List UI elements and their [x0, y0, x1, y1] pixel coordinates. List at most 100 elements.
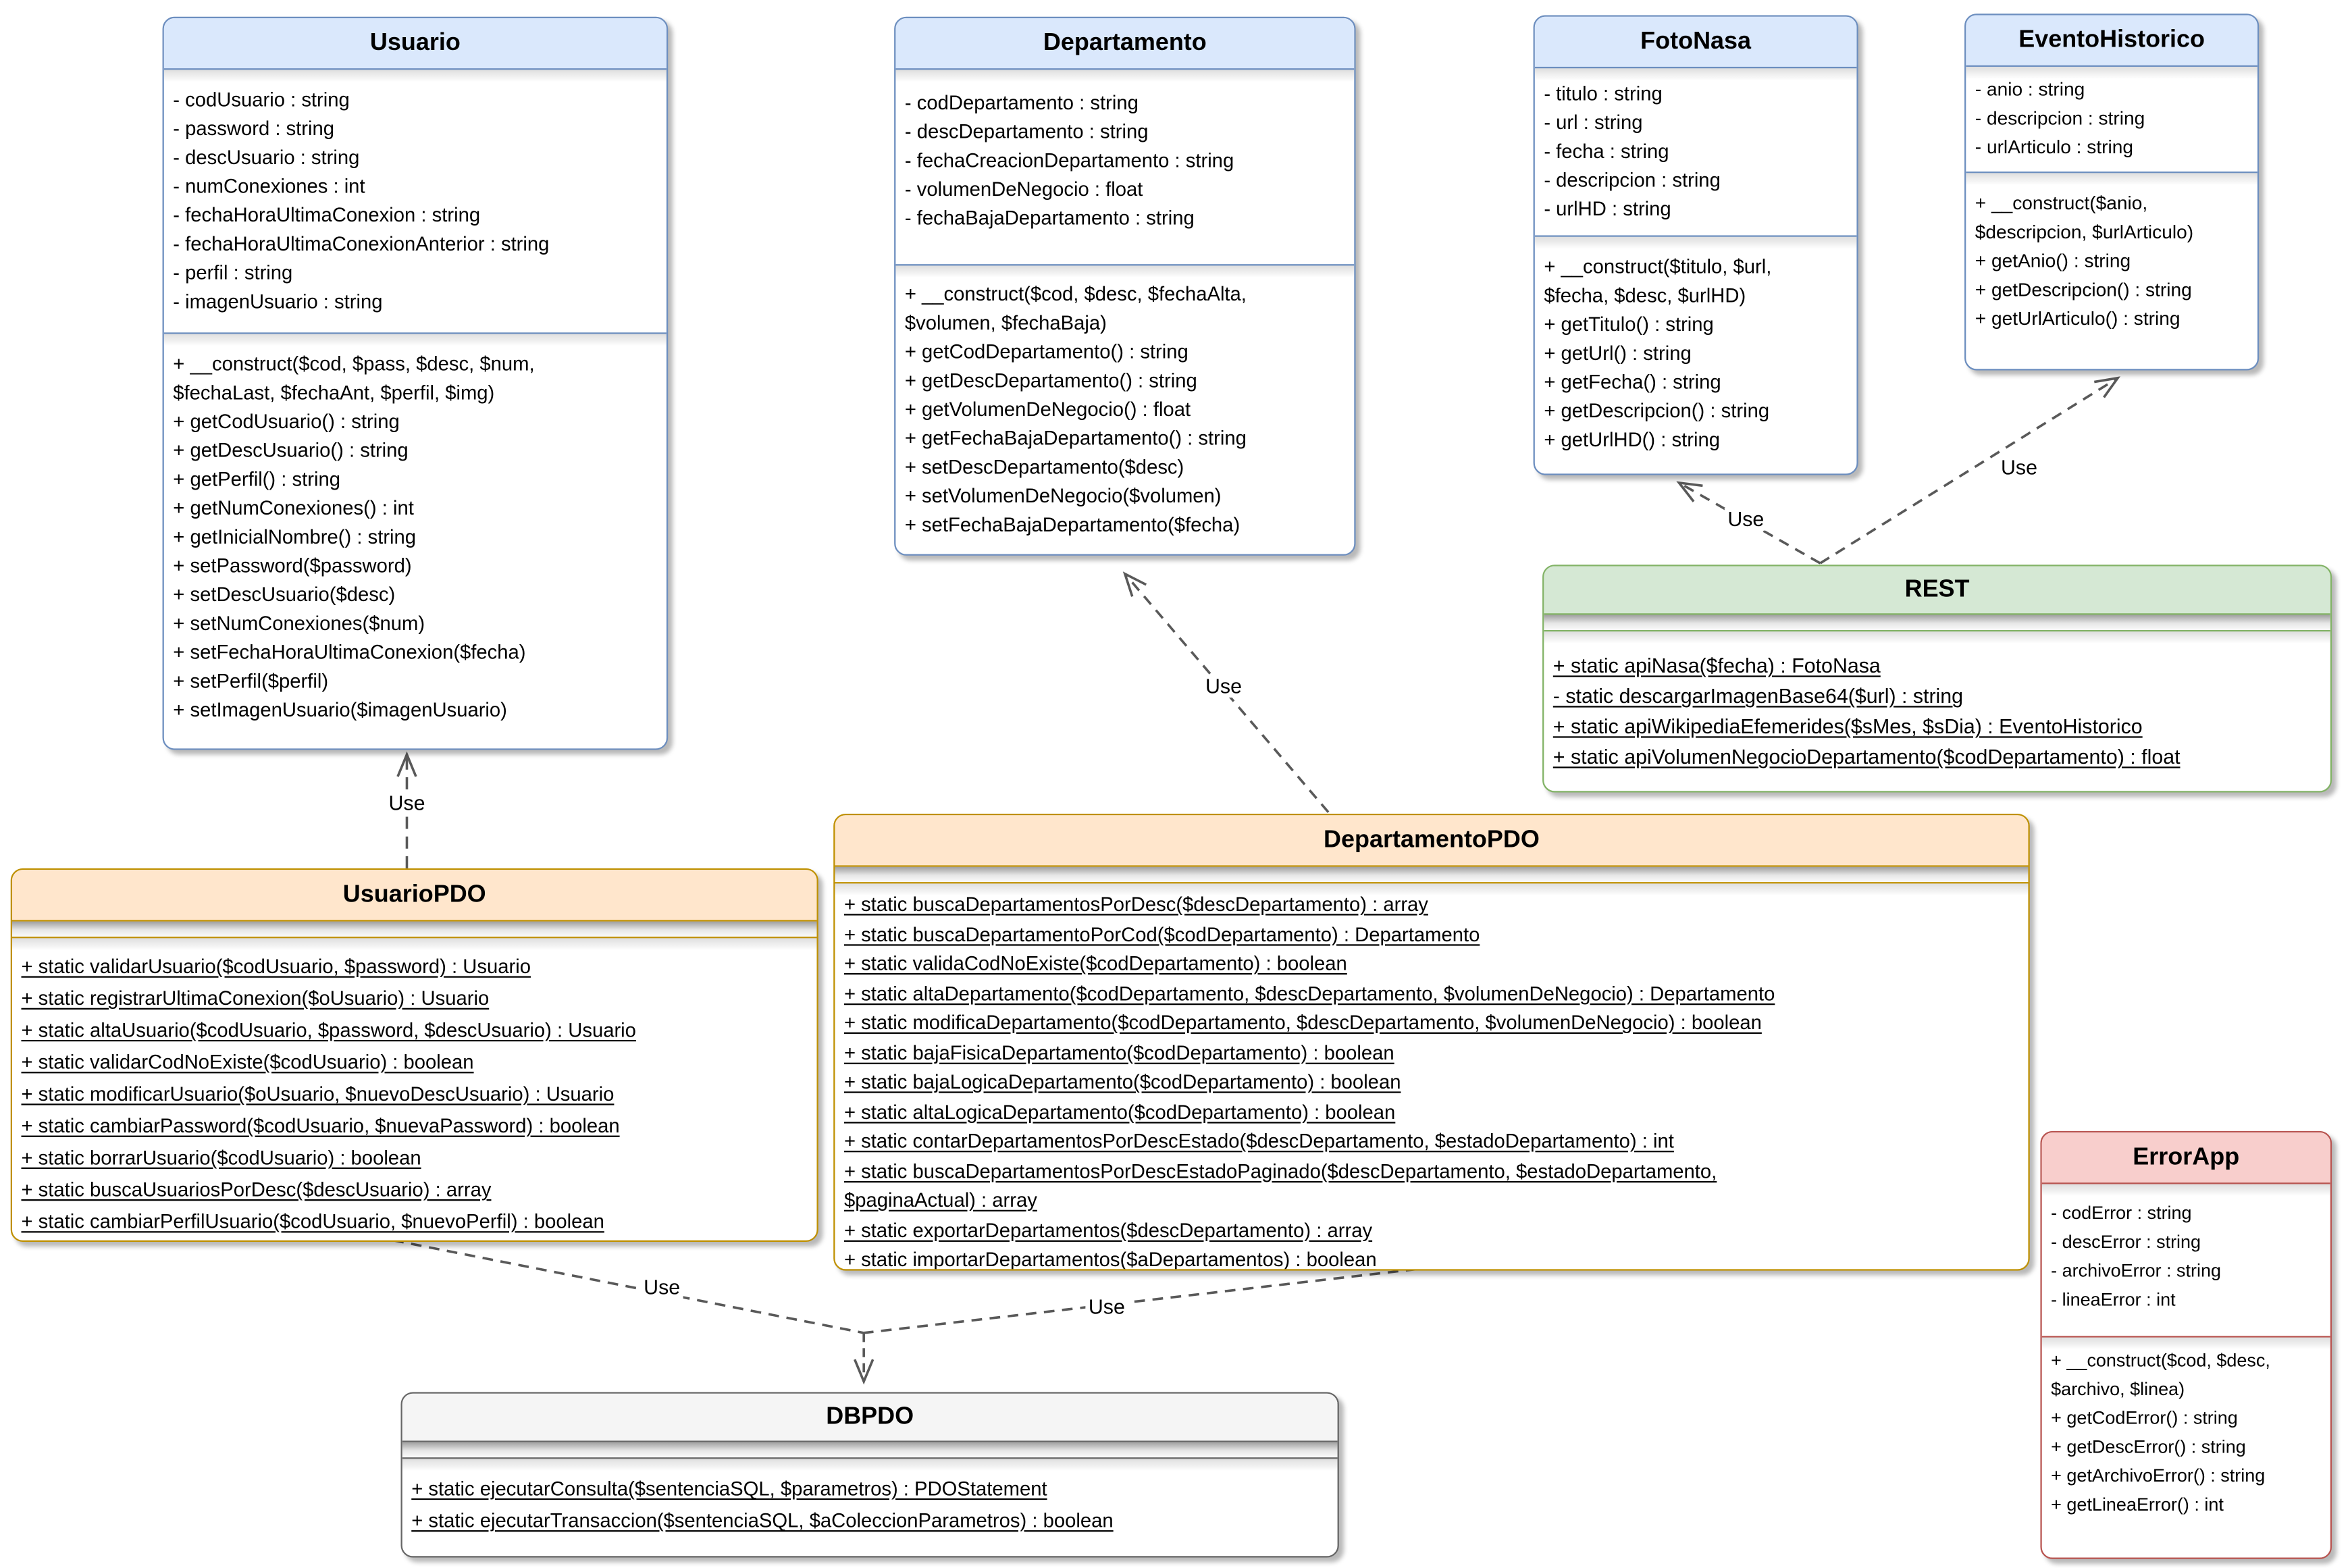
class-title: Usuario — [163, 18, 667, 70]
method-line: + static bajaFisicaDepartamento($codDepa… — [843, 1041, 1394, 1064]
class-title: UsuarioPDO — [11, 870, 817, 922]
class-methods: + __construct($cod, $desc, $fechaAlta,$v… — [895, 265, 1355, 554]
class-usuario: Usuario - codUsuario : string - password … — [162, 16, 669, 750]
attribute-line: - url : string — [1544, 111, 1643, 134]
method-line: + setVolumenDeNegocio($volumen) — [904, 484, 1222, 507]
attribute-line: - lineaError : int — [2051, 1288, 2176, 1311]
use-line-departamentopdo-to-dbpdo — [863, 1268, 1417, 1334]
class-rest: REST + static apiNasa($fecha) : FotoNasa… — [1542, 565, 2332, 793]
method-line: + setFechaHoraUltimaConexion($fecha) — [173, 640, 526, 664]
method-line: + static buscaUsuariosPorDesc($descUsuar… — [21, 1178, 492, 1201]
method-line: + __construct($cod, $pass, $desc, $num, — [173, 352, 535, 375]
class-methods: + static ejecutarConsulta($sentenciaSQL,… — [402, 1459, 1338, 1557]
method-line: $paginaActual) : array — [843, 1188, 1037, 1211]
attribute-line: - descError : string — [2051, 1231, 2201, 1253]
method-line: + getFechaBajaDepartamento() : string — [904, 426, 1247, 450]
use-arrow-rest-to-eventohistorico — [1819, 376, 2121, 565]
method-line: + static apiWikipediaEfemerides($sMes, $… — [1552, 714, 2143, 738]
class-attributes: - codError : string - descError : string -… — [2041, 1184, 2330, 1338]
method-line: + __construct($anio, — [1975, 192, 2148, 214]
class-attributes: - codUsuario : string - password : string… — [163, 70, 667, 334]
class-title: REST — [1544, 566, 2330, 615]
attribute-line: - codDepartamento : string — [904, 90, 1139, 114]
method-line: + getUrlArticulo() : string — [1975, 308, 2181, 330]
method-line: + getDescDepartamento() : string — [904, 369, 1197, 392]
method-line: + static modificarUsuario($oUsuario, $nu… — [21, 1082, 615, 1105]
attribute-line: - numConexiones : int — [173, 174, 365, 198]
method-line: + static bajaLogicaDepartamento($codDepa… — [843, 1070, 1401, 1093]
class-title: DepartamentoPDO — [835, 815, 2029, 867]
empty-attributes-compartment — [1544, 615, 2330, 632]
class-attributes: - codDepartamento : string - descDepartam… — [895, 70, 1355, 266]
attribute-line: - password : string — [173, 117, 335, 140]
method-line: $volumen, $fechaBaja) — [904, 311, 1107, 334]
method-line: + getUrlHD() : string — [1544, 427, 1720, 451]
method-line: + getAnio() : string — [1975, 250, 2131, 272]
method-line: + getDescUsuario() : string — [173, 438, 409, 462]
method-line: + getUrl() : string — [1544, 341, 1692, 365]
class-dbpdo: DBPDO + static ejecutarConsulta($sentenc… — [400, 1392, 1339, 1558]
class-methods: + static buscaDepartamentosPorDesc($desc… — [835, 883, 2029, 1270]
method-line: + __construct($cod, $desc, — [2051, 1349, 2270, 1371]
method-line: + setDescUsuario($desc) — [173, 583, 396, 606]
method-line: + setDescDepartamento($desc) — [904, 455, 1184, 479]
attribute-line: - codError : string — [2051, 1202, 2192, 1224]
method-line: + static buscaDepartamentosPorDesc($desc… — [843, 892, 1428, 916]
attribute-line: - descDepartamento : string — [904, 120, 1149, 143]
method-line: + getPerfil() : string — [173, 467, 340, 491]
class-fotonasa: FotoNasa - titulo : string- url : string… — [1533, 15, 1858, 475]
attribute-line: - fechaBajaDepartamento : string — [904, 206, 1195, 230]
method-line: $fecha, $desc, $urlHD) — [1544, 284, 1746, 307]
method-line: + getNumConexiones() : int — [173, 496, 414, 519]
method-line: + static buscaDepartamentosPorDescEstado… — [843, 1159, 1717, 1182]
method-line: + getDescError() : string — [2051, 1436, 2246, 1458]
attribute-line: - codUsuario : string — [173, 88, 350, 111]
method-line: - static descargarImagenBase64($url) : s… — [1552, 684, 1964, 708]
class-title: Departamento — [895, 18, 1355, 70]
class-methods: + __construct($anio,$descripcion, $urlAr… — [1966, 173, 2257, 369]
use-line-usuariopdo-to-dbpdo — [392, 1238, 864, 1334]
method-line: + getDescripcion() : string — [1975, 279, 2192, 301]
class-methods: + __construct($cod, $desc, $archivo, $lin… — [2041, 1337, 2330, 1558]
attribute-line: - urlHD : string — [1544, 197, 1671, 220]
class-attributes: - anio : string- descripcion : string- u… — [1966, 66, 2257, 174]
method-line: + static borrarUsuario($codUsuario) : bo… — [21, 1146, 421, 1170]
method-line: + __construct($titulo, $url, — [1544, 255, 1772, 278]
attribute-line: - archivoError : string — [2051, 1259, 2222, 1282]
attribute-line: - volumenDeNegocio : float — [904, 178, 1143, 201]
method-line: + static apiNasa($fecha) : FotoNasa — [1552, 654, 1881, 677]
attribute-line: - perfil : string — [173, 261, 293, 284]
attribute-line: - descripcion : string — [1544, 168, 1721, 192]
method-line: $archivo, $linea) — [2051, 1378, 2185, 1400]
method-line: + static apiVolumenNegocioDepartamento($… — [1552, 745, 2181, 768]
class-departamento: Departamento - codDepartamento : string-… — [894, 16, 1356, 556]
class-methods: + static validarUsuario($codUsuario, $pa… — [11, 938, 817, 1240]
method-line: + static cambiarPerfilUsuario($codUsuari… — [21, 1209, 604, 1233]
method-line: + static exportarDepartamentos($descDepa… — [843, 1218, 1373, 1241]
attribute-line: - titulo : string — [1544, 82, 1663, 105]
method-line: + static modificaDepartamento($codDepart… — [843, 1011, 1762, 1034]
method-line: + static altaDepartamento($codDepartamen… — [843, 981, 1775, 1005]
method-line: + static altaUsuario($codUsuario, $passw… — [21, 1018, 636, 1042]
attribute-line: - descUsuario : string — [173, 145, 360, 169]
attribute-line: - imagenUsuario : string — [173, 290, 383, 313]
class-attributes: - titulo : string - url : string - fecha :… — [1534, 68, 1857, 237]
edge-label-use: Use — [1724, 507, 1767, 531]
class-eventohistorico: EventoHistorico - anio : string- descrip… — [1964, 14, 2260, 371]
attribute-line: - fecha : string — [1544, 139, 1669, 163]
attribute-line: - fechaHoraUltimaConexion : string — [173, 203, 481, 226]
method-line: + static registrarUltimaConexion($oUsuar… — [21, 987, 490, 1010]
method-line: + getFecha() : string — [1544, 370, 1721, 394]
method-line: $fechaLast, $fechaAnt, $perfil, $img) — [173, 381, 495, 404]
class-departamentopdo: DepartamentoPDO + static buscaDepartamen… — [833, 813, 2030, 1271]
method-line: + setPerfil($perfil) — [173, 669, 329, 693]
class-title: ErrorApp — [2041, 1132, 2330, 1184]
method-line: + static ejecutarTransaccion($sentenciaS… — [411, 1509, 1114, 1532]
method-line: + static validarUsuario($codUsuario, $pa… — [21, 955, 531, 978]
method-line: + setImagenUsuario($imagenUsuario) — [173, 698, 507, 721]
class-methods: + __construct($cod, $pass, $desc, $num, $… — [163, 334, 667, 749]
method-line: + getCodUsuario() : string — [173, 409, 400, 433]
edge-label-use: Use — [1085, 1295, 1128, 1319]
attribute-line: - urlArticulo : string — [1975, 136, 2134, 158]
